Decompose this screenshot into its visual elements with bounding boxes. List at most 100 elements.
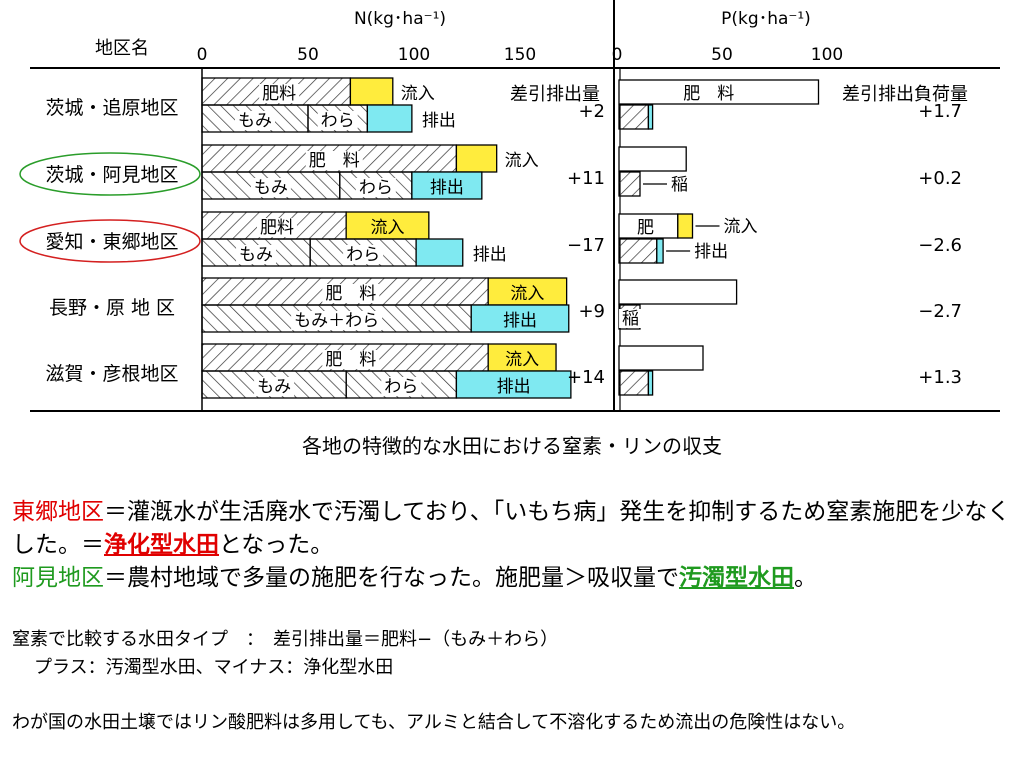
p-callout-plant: 稲 <box>671 175 688 195</box>
p-bar-input <box>618 345 704 371</box>
n-inflow-label: 流入 <box>401 84 435 104</box>
n-straw-label-bg <box>381 377 422 396</box>
region-label: 愛知・東郷地区 <box>45 231 178 253</box>
n-bar-inflow <box>455 144 498 173</box>
ami-end: 。 <box>794 565 817 591</box>
p-callout-drainage: 排出 <box>694 242 728 262</box>
p-input-label-bg <box>680 84 738 103</box>
p-bar-input <box>618 146 687 172</box>
n-bar-inflow <box>349 77 394 106</box>
p-net-value: +1.7 <box>918 101 962 122</box>
p-bar-drainage <box>647 104 654 130</box>
ami-label: 阿見地区 <box>12 565 104 591</box>
n-fertilizer-label-bg <box>305 151 363 170</box>
n-bar-inflow <box>487 277 568 306</box>
n-tick-label: 150 <box>504 45 536 65</box>
n-fertilizer-label: 肥料 <box>262 84 296 104</box>
n-fertilizer-label: 肥 料 <box>325 284 376 304</box>
p-net-value: −2.6 <box>918 235 962 256</box>
n-axis-title: N(kg･ha⁻¹) <box>354 9 446 29</box>
n-bar-drainage <box>470 304 570 333</box>
n-net-value: +2 <box>578 101 605 122</box>
p-bar-output <box>618 104 650 130</box>
n-grain-label-bg <box>250 178 291 197</box>
n-net-value: +9 <box>578 301 605 322</box>
n-straw-label-bg <box>317 111 358 130</box>
p-bar-drainage <box>656 238 664 264</box>
n-fertilizer-label-bg <box>256 218 297 237</box>
n-grain-label: もみ <box>239 245 273 265</box>
n-bar-drainage <box>411 171 483 200</box>
n-straw-label: わら <box>346 245 380 265</box>
n-fertilizer-label-bg <box>259 84 300 103</box>
n-drainage-label: 排出 <box>430 178 464 198</box>
region-highlight-circle <box>19 219 201 263</box>
n-net-title: 差引排出量 <box>510 84 600 105</box>
n-drainage-label: 排出 <box>497 377 531 397</box>
p-net-title: 差引排出負荷量 <box>842 84 968 105</box>
n-drainage-label: 排出 <box>503 311 537 331</box>
p-net-value: −2.7 <box>918 301 962 322</box>
n-tick-label: 0 <box>197 45 208 65</box>
region-label: 茨城・追原地区 <box>45 97 178 119</box>
n-grain-label-bg <box>254 377 295 396</box>
togo-label: 東郷地区 <box>12 499 104 525</box>
n-bar-inflow <box>345 211 430 240</box>
n-bar-drainage <box>415 238 464 267</box>
n-straw-label-bg <box>343 245 384 264</box>
p-tick-label: 100 <box>811 45 843 65</box>
p-plant-label: 稲 <box>622 309 639 329</box>
n-fertilizer-label: 肥 料 <box>325 350 376 370</box>
definition-signs: プラス：汚濁型水田、マイナス：浄化型水田 <box>34 657 394 678</box>
n-grain-label-bg <box>235 111 275 130</box>
n-grain-label-bg <box>236 245 277 264</box>
p-bar-output <box>618 171 641 197</box>
n-bar-inflow <box>487 343 557 372</box>
region-label: 茨城・阿見地区 <box>45 164 178 186</box>
chart-caption: 各地の特徴的な水田における窒素・リンの収支 <box>302 434 722 458</box>
purifying-type-label: 浄化型水田 <box>104 532 219 558</box>
n-straw-label: わら <box>384 377 418 397</box>
n-bar-drainage <box>366 104 413 133</box>
p-bar-output <box>618 238 658 264</box>
p-input-label: 肥 料 <box>683 84 734 104</box>
n-grain-label: もみ＋わら <box>294 311 379 331</box>
n-tick-label: 50 <box>297 45 319 65</box>
togo-end: となった。 <box>219 532 334 558</box>
ami-body: ＝農村地域で多量の施肥を行なった。施肥量＞吸収量で <box>104 565 679 591</box>
n-inflow-label: 流入 <box>505 151 539 171</box>
p-bar-drainage <box>647 370 654 396</box>
n-fertilizer-label: 肥 料 <box>309 151 360 171</box>
n-grain-label-bg <box>291 311 383 330</box>
p-tick-label: 50 <box>711 45 733 65</box>
n-fertilizer-label-bg <box>322 284 380 303</box>
n-net-value: +14 <box>567 367 605 388</box>
p-callout-inflow: 流入 <box>724 217 758 237</box>
p-tick-label: 0 <box>612 45 623 65</box>
p-bar-output <box>618 370 650 396</box>
region-label: 長野・原 地 区 <box>49 297 175 319</box>
togo-body: ＝灌漑水が生活廃水で汚濁しており、「いもち病」発生を抑制するため窒素施肥を少なく… <box>12 499 1011 558</box>
n-grain-label: もみ <box>254 178 288 198</box>
n-inflow-label: 流入 <box>371 218 405 238</box>
n-inflow-label: 流入 <box>510 284 544 304</box>
n-tick-label: 100 <box>398 45 430 65</box>
phosphorus-note: わが国の水田土壌ではリン酸肥料は多用しても、アルミと結合して不溶化するため流出の… <box>12 712 856 733</box>
p-bar-input <box>618 279 738 305</box>
region-label: 滋賀・彦根地区 <box>45 363 178 385</box>
n-net-value: +11 <box>567 168 605 189</box>
p-bar-inflow <box>677 213 694 239</box>
n-grain-label: もみ <box>257 377 291 397</box>
n-bar-drainage <box>455 370 572 399</box>
n-straw-label-bg <box>355 178 396 197</box>
region-header: 地区名 <box>95 38 149 59</box>
paddy-type-definition: 窒素で比較する水田タイプ ： 差引排出量＝肥料−（もみ＋わら） プラス：汚濁型水… <box>12 626 1012 682</box>
p-input-label-bg <box>633 218 657 237</box>
n-drainage-label: 排出 <box>473 245 507 265</box>
n-inflow-label: 流入 <box>505 350 539 370</box>
togo-explanation: 東郷地区＝灌漑水が生活廃水で汚濁しており、「いもち病」発生を抑制するため窒素施肥… <box>12 496 1012 562</box>
definition-formula: 窒素で比較する水田タイプ ： 差引排出量＝肥料−（もみ＋わら） <box>12 629 559 650</box>
polluting-type-label: 汚濁型水田 <box>679 565 794 591</box>
